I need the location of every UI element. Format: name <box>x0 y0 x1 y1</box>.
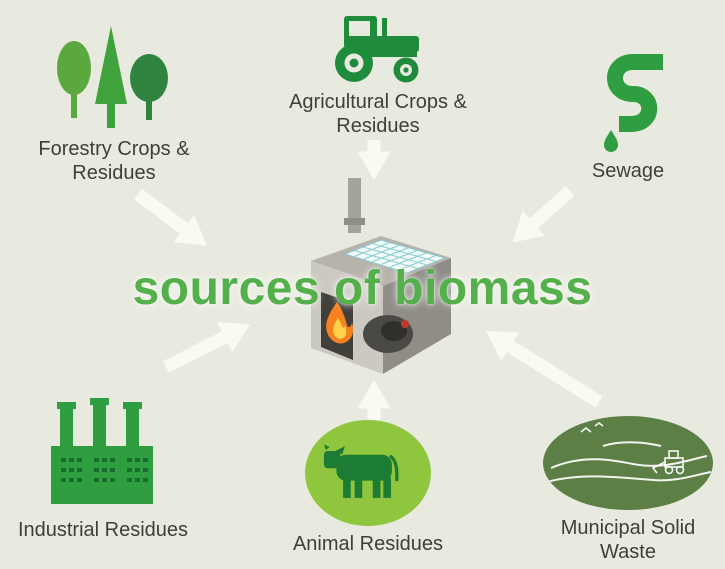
cow-circle-background <box>305 420 431 526</box>
sewage-pipe-icon <box>603 54 663 152</box>
sewage-label: Sewage <box>591 160 665 182</box>
landfill-icon <box>546 422 712 483</box>
animal-label: Animal Residues <box>292 533 444 555</box>
municipal-label: Municipal Solid Waste <box>560 517 696 564</box>
trees-icon <box>57 26 168 128</box>
cow-icon <box>323 444 399 498</box>
arrow-municipal-to-center <box>485 331 603 408</box>
source-agricultural: Agricultural Crops & Residues <box>272 8 484 139</box>
source-sewage: Sewage <box>568 50 688 183</box>
forestry-label: Forestry Crops & Residues <box>38 138 190 185</box>
diagram-title: sources of biomass <box>132 262 593 315</box>
source-industrial: Industrial Residues <box>2 398 204 542</box>
landfill-ellipse-background <box>543 416 713 510</box>
source-municipal: Municipal Solid Waste <box>538 416 718 565</box>
source-animal: Animal Residues <box>285 420 451 556</box>
biomass-furnace-illustration <box>291 176 459 383</box>
agricultural-label: Agricultural Crops & Residues <box>289 91 467 138</box>
arrow-industrial-to-center <box>163 322 251 373</box>
furnace-icon <box>311 178 451 374</box>
arrow-forestry-to-center <box>134 188 207 246</box>
arrow-sewage-to-center <box>512 186 575 243</box>
factory-icon <box>51 398 153 504</box>
industrial-label: Industrial Residues <box>17 519 189 541</box>
source-forestry: Forestry Crops & Residues <box>32 26 196 186</box>
tractor-icon <box>335 16 419 83</box>
